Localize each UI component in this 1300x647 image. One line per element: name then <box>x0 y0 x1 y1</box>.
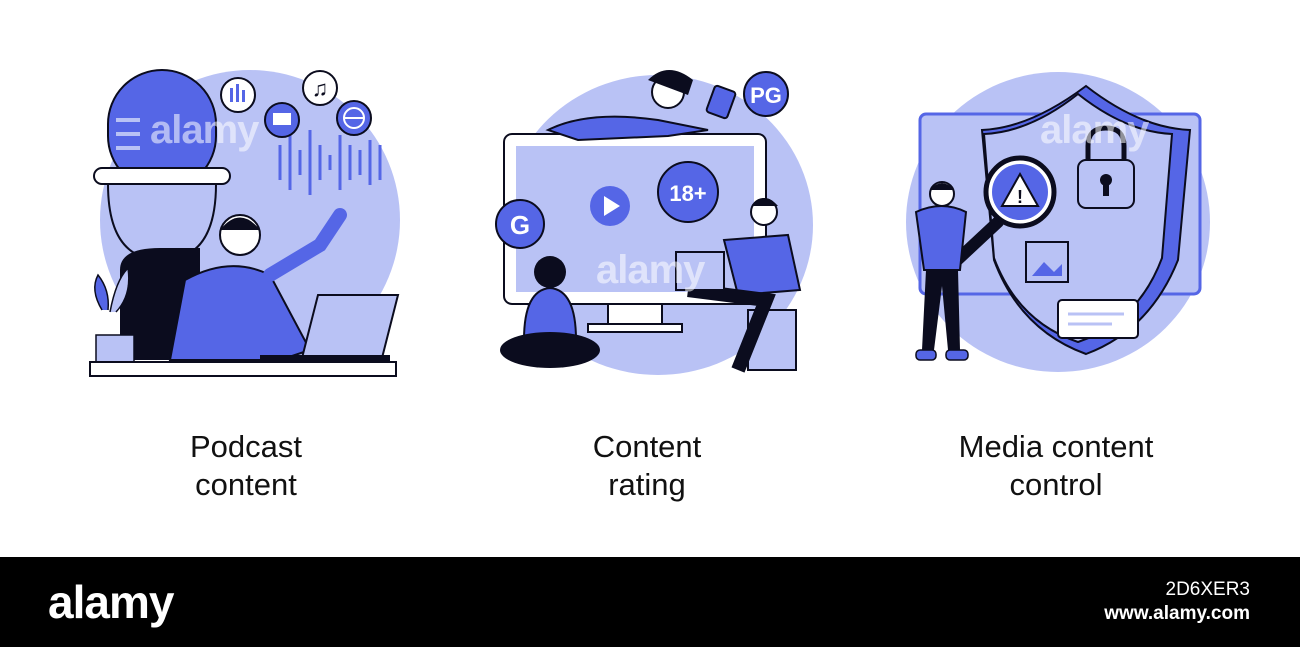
badge-pg-label: PG <box>750 83 782 108</box>
desk <box>89 361 397 377</box>
caption-line: content <box>195 467 297 502</box>
content-rating-illustration: PG G 18+ alamy <box>488 50 818 390</box>
warning-icon: ! <box>1000 171 1040 207</box>
caption-line: Content <box>592 429 702 464</box>
caption-line: rating <box>608 467 686 502</box>
microphone-icon <box>93 69 231 262</box>
photo-icon <box>1025 241 1069 283</box>
music-note-icon: ♫ <box>302 70 338 106</box>
watermark: alamy <box>1040 108 1149 152</box>
media-control-illustration: ! alamy <box>890 50 1220 390</box>
badge-g: G <box>495 199 545 249</box>
chat-bubble-icon <box>264 102 300 138</box>
caption-line: control <box>1009 467 1103 502</box>
podcast-caption: Podcast content <box>66 428 426 504</box>
badge-18-plus: 18+ <box>657 161 719 223</box>
image-id: 2D6XER3 <box>1165 579 1251 600</box>
document-icon <box>1057 299 1139 339</box>
laptop-icon <box>260 294 400 361</box>
inspector-figure <box>914 181 969 361</box>
globe-icon <box>336 100 372 136</box>
magnifier-icon: ! <box>932 155 1057 284</box>
laptop-icon <box>675 251 725 291</box>
podcast-scene: ♫ <box>89 69 400 377</box>
watermark: alamy <box>150 108 259 152</box>
badge-18-plus-label: 18+ <box>669 181 706 206</box>
caption-line: Media content <box>958 429 1154 464</box>
media-control-caption: Media content control <box>876 428 1236 504</box>
podcaster-figure <box>168 208 347 361</box>
play-icon <box>590 186 630 226</box>
footer-bar: alamy 2D6XER3 www.alamy.com <box>0 557 1300 647</box>
podcast-illustration: ♫ alamy <box>80 50 410 390</box>
equalizer-icon <box>220 77 256 113</box>
badge-pg: PG <box>743 71 789 117</box>
svg-text:!: ! <box>1017 187 1023 207</box>
man-with-laptop <box>675 198 802 373</box>
site-url[interactable]: www.alamy.com <box>1104 603 1250 624</box>
media-control-scene: ! <box>906 72 1210 372</box>
content-rating-scene: PG G 18+ <box>495 70 813 375</box>
badge-g-label: G <box>510 210 530 240</box>
brand-logo[interactable]: alamy <box>48 576 174 628</box>
watermark: alamy <box>596 248 705 292</box>
caption-line: Podcast <box>189 429 302 464</box>
content-rating-caption: Content rating <box>467 428 827 504</box>
padlock-icon <box>1077 125 1135 209</box>
tablet-icon <box>705 84 737 120</box>
sound-wave <box>278 130 382 195</box>
child-figure <box>500 256 600 368</box>
svg-text:♫: ♫ <box>312 76 329 101</box>
girl-on-monitor <box>545 70 737 142</box>
